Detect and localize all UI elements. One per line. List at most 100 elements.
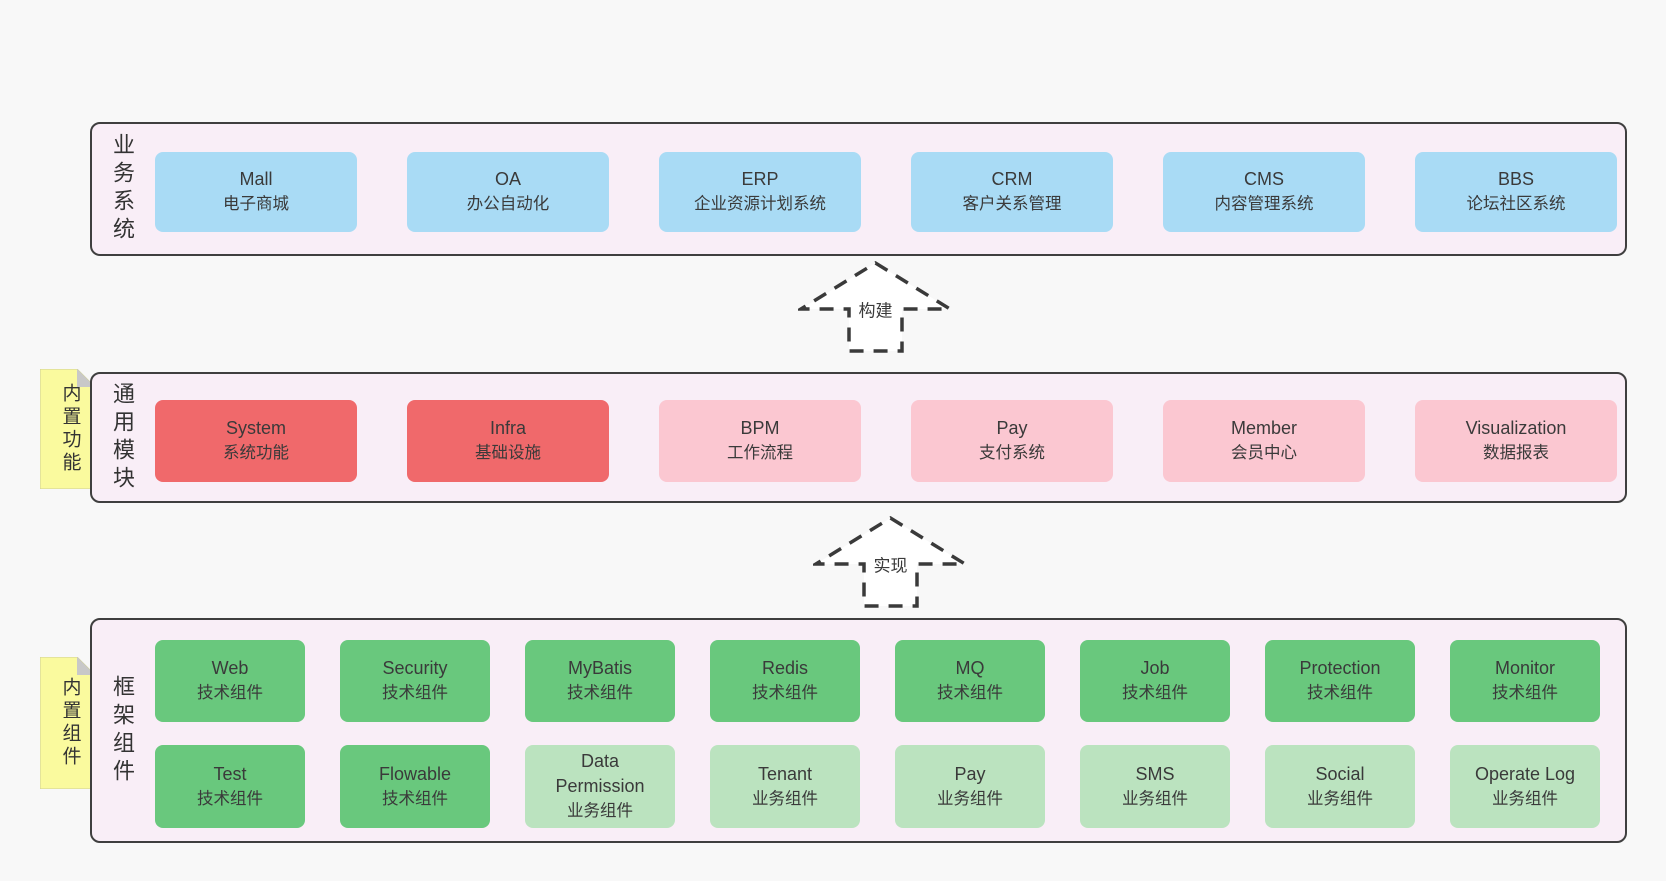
box-title: Redis (761, 658, 809, 678)
note-label-built-in-features: 内置功能 (59, 383, 81, 475)
box-title: MyBatis (567, 658, 632, 678)
box-subtitle: 数据报表 (1483, 444, 1549, 462)
box-subtitle: 技术组件 (382, 684, 448, 702)
box-mq: MQ 技术组件 (895, 640, 1045, 722)
box-crm: CRM 客户关系管理 (911, 152, 1113, 232)
box-title: Tenant (757, 763, 813, 784)
box-erp: ERP 企业资源计划系统 (659, 152, 861, 232)
box-subtitle: 技术组件 (1307, 684, 1373, 702)
box-subtitle: 业务组件 (937, 789, 1003, 808)
box-cms: CMS 内容管理系统 (1163, 152, 1365, 232)
box-social: Social 业务组件 (1265, 745, 1415, 828)
box-subtitle: 论坛社区系统 (1466, 195, 1566, 213)
box-subtitle: 业务组件 (1307, 789, 1373, 808)
box-system: System 系统功能 (155, 400, 357, 482)
box-monitor: Monitor 技术组件 (1450, 640, 1600, 722)
box-title: Protection (1299, 658, 1381, 678)
box-title: MQ (955, 658, 985, 678)
box-visualization: Visualization 数据报表 (1415, 400, 1617, 482)
box-subtitle: 技术组件 (567, 684, 633, 702)
box-member: Member 会员中心 (1163, 400, 1365, 482)
box-data-permission: Data Permission 业务组件 (525, 745, 675, 828)
box-title: Job (1140, 658, 1170, 678)
box-mybatis: MyBatis 技术组件 (525, 640, 675, 722)
box-title: Web (211, 658, 249, 678)
box-bbs: BBS 论坛社区系统 (1415, 152, 1617, 232)
box-title: Visualization (1465, 418, 1567, 438)
box-subtitle: 技术组件 (1122, 684, 1188, 702)
box-pay-component: Pay 业务组件 (895, 745, 1045, 828)
box-test: Test 技术组件 (155, 745, 305, 828)
layer-label-common-modules: 通用模块 (110, 381, 135, 494)
common-modules-boxrow: System 系统功能 Infra 基础设施 BPM 工作流程 Pay 支付系统… (155, 400, 1617, 482)
box-subtitle: 业务组件 (1492, 789, 1558, 808)
box-subtitle: 基础设施 (475, 444, 541, 462)
box-redis: Redis 技术组件 (710, 640, 860, 722)
box-title: Operate Log (1474, 763, 1576, 784)
box-title: CMS (1244, 169, 1284, 189)
box-oa: OA 办公自动化 (407, 152, 609, 232)
box-subtitle: 技术组件 (197, 789, 263, 808)
box-title: ERP (741, 169, 779, 189)
box-subtitle: 支付系统 (979, 444, 1045, 462)
business-systems-layer: 业务系统 Mall 电子商城 OA 办公自动化 ERP 企业资源计划系统 CRM… (90, 122, 1627, 256)
box-protection: Protection 技术组件 (1265, 640, 1415, 722)
arrow-label-implement: 实现 (870, 551, 911, 577)
layer-label-business-systems: 业务系统 (110, 133, 135, 245)
box-title: Pay (954, 763, 986, 784)
framework-components-layer: 框架组件 Web 技术组件 Security 技术组件 MyBatis 技术组件… (90, 618, 1627, 843)
note-label-built-in-components: 内置组件 (59, 677, 81, 769)
box-operate-log: Operate Log 业务组件 (1450, 745, 1600, 828)
box-title: Social (1315, 763, 1365, 784)
box-title: Pay (996, 418, 1028, 438)
box-title: CRM (991, 169, 1033, 189)
box-pay-module: Pay 支付系统 (911, 400, 1113, 482)
box-title: SMS (1135, 763, 1175, 784)
box-title: Test (213, 763, 247, 784)
box-title: System (225, 418, 286, 438)
box-title: BPM (740, 418, 780, 438)
sticky-note-body (40, 657, 95, 789)
box-bpm: BPM 工作流程 (659, 400, 861, 482)
layer-label-framework-components: 框架组件 (110, 674, 135, 787)
box-title: Member (1230, 418, 1297, 438)
box-subtitle: 业务组件 (752, 789, 818, 808)
box-web: Web 技术组件 (155, 640, 305, 722)
box-subtitle: 会员中心 (1231, 444, 1297, 462)
framework-components-row1: Web 技术组件 Security 技术组件 MyBatis 技术组件 Redi… (155, 640, 1600, 722)
box-security: Security 技术组件 (340, 640, 490, 722)
box-subtitle: 电子商城 (223, 195, 289, 213)
sticky-note-built-in-components: 内置组件 (40, 657, 95, 789)
arrow-up-build: 构建 (798, 260, 953, 354)
arrow-up-implement: 实现 (813, 515, 968, 609)
box-job: Job 技术组件 (1080, 640, 1230, 722)
box-subtitle: 业务组件 (1122, 789, 1188, 808)
box-subtitle: 技术组件 (937, 684, 1003, 702)
box-subtitle: 业务组件 (567, 802, 633, 820)
box-title: Flowable (378, 763, 452, 784)
sticky-note-built-in-features: 内置功能 (40, 369, 95, 489)
box-subtitle: 技术组件 (197, 684, 263, 702)
box-title: BBS (1497, 169, 1535, 189)
sticky-note-body (40, 369, 95, 489)
box-subtitle: 技术组件 (382, 789, 448, 808)
box-title: Security (382, 658, 448, 678)
box-subtitle: 客户关系管理 (962, 195, 1062, 213)
box-subtitle: 办公自动化 (466, 195, 550, 213)
box-infra: Infra 基础设施 (407, 400, 609, 482)
box-flowable: Flowable 技术组件 (340, 745, 490, 828)
box-subtitle: 工作流程 (727, 444, 793, 462)
box-subtitle: 技术组件 (1492, 684, 1558, 702)
box-title: Infra (489, 418, 527, 438)
box-tenant: Tenant 业务组件 (710, 745, 860, 828)
box-subtitle: 系统功能 (223, 444, 289, 462)
box-subtitle: 企业资源计划系统 (694, 195, 826, 213)
box-subtitle: 技术组件 (752, 684, 818, 702)
box-subtitle: 内容管理系统 (1214, 195, 1314, 213)
box-title: OA (494, 169, 521, 189)
box-mall: Mall 电子商城 (155, 152, 357, 232)
arrow-label-build: 构建 (855, 296, 896, 322)
framework-components-row2: Test 技术组件 Flowable 技术组件 Data Permission … (155, 745, 1600, 828)
common-modules-layer: 通用模块 System 系统功能 Infra 基础设施 BPM 工作流程 Pay… (90, 372, 1627, 503)
